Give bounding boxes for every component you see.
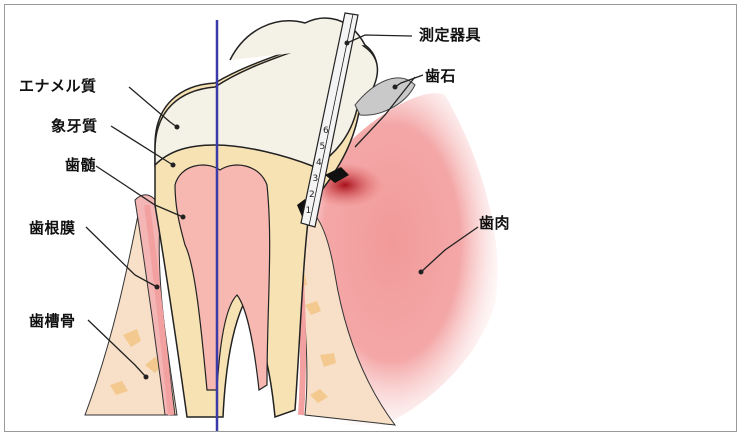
label-dentin: 象牙質 (51, 115, 98, 136)
probe-mark-3: 3 (313, 174, 319, 184)
diagram-frame: 6 5 4 3 2 1 エナメル質 象牙質 歯髄 歯根膜 歯槽骨 測定器具 歯石 歯肉 (4, 4, 737, 432)
label-probe: 測定器具 (419, 24, 481, 45)
probe-mark-4: 4 (316, 158, 322, 168)
probe-mark-5: 5 (320, 142, 326, 152)
probe-mark-1: 1 (306, 206, 312, 216)
label-gingiva: 歯肉 (479, 212, 510, 233)
label-calculus: 歯石 (425, 65, 456, 86)
label-alveolar-bone: 歯槽骨 (29, 310, 76, 331)
tooth-diagram: 6 5 4 3 2 1 (5, 5, 737, 432)
label-periodontal-ligament: 歯根膜 (29, 217, 76, 238)
label-enamel: エナメル質 (19, 75, 97, 96)
label-pulp: 歯髄 (65, 154, 96, 175)
probe-mark-2: 2 (309, 190, 315, 200)
probe-mark-6: 6 (323, 126, 329, 136)
